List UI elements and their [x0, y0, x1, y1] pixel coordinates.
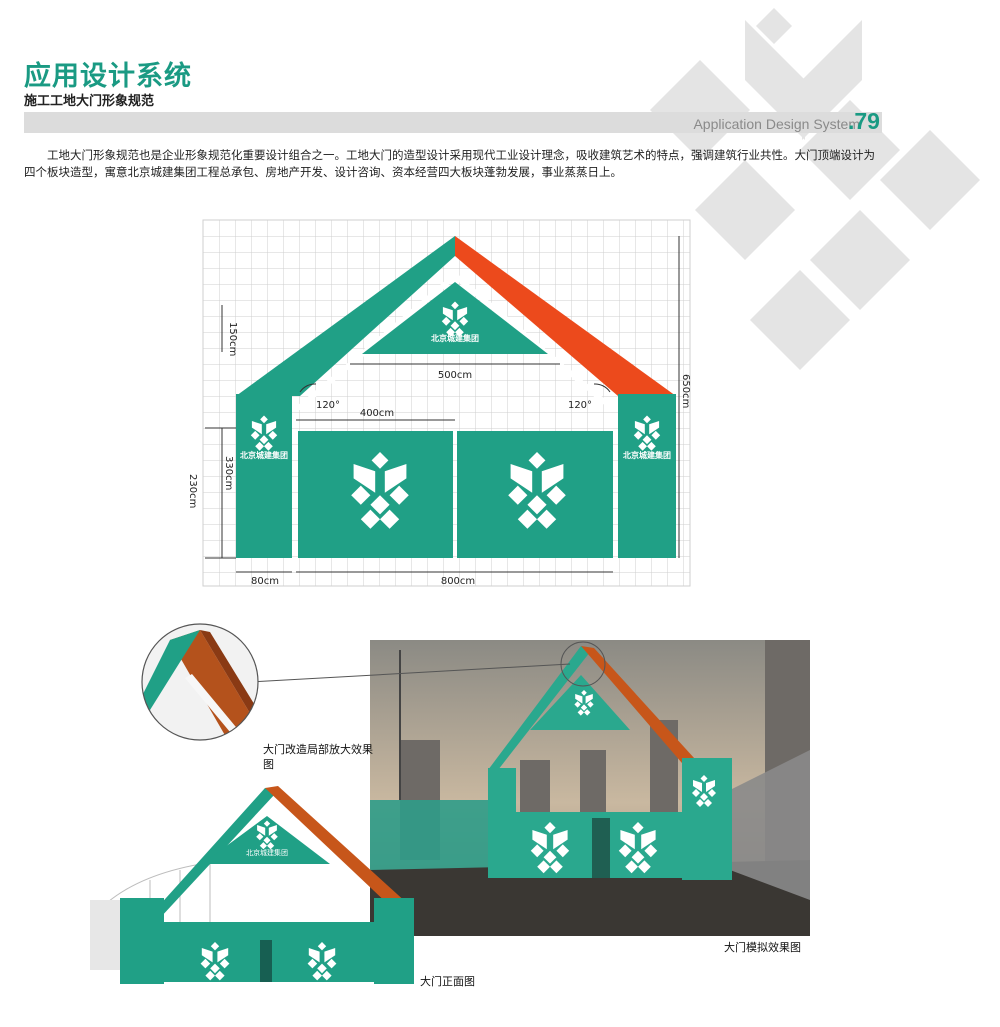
gate-diagram: 北京城建集团 北京城建集团 北京城建集团 150cm 500cm 120° 12… [187, 219, 691, 587]
page-title: 应用设计系统 [24, 61, 192, 92]
page-subtitle: 施工工地大门形象规范 [24, 94, 155, 109]
dim-total-height: 650cm [680, 374, 691, 408]
roof-brand-text: 北京城建集团 [431, 333, 479, 343]
dim-total-width: 800cm [441, 576, 475, 587]
caption-simulation: 大门模拟效果图 [724, 941, 801, 954]
dim-column-width: 80cm [251, 576, 279, 587]
dim-angle-right: 120° [568, 400, 592, 411]
caption-front-view: 大门正面图 [420, 975, 475, 988]
band-label: Application Design System [693, 116, 860, 132]
caption-detail: 大门改造局部放大效果图 [263, 743, 373, 771]
front-view-rendering: 北京城建集团 [90, 786, 414, 984]
dim-door-height: 230cm [187, 474, 198, 508]
dim-roof-height: 150cm [227, 322, 238, 356]
watermark-logo [650, 8, 980, 370]
right-column-brand-text: 北京城建集团 [623, 450, 671, 460]
intro-paragraph: 工地大门形象规范也是企业形象规范化重要设计组合之一。工地大门的造型设计采用现代工… [24, 148, 875, 179]
simulation-photo [370, 640, 810, 936]
page-number: .79 [848, 108, 880, 134]
dim-roof-span: 500cm [438, 370, 472, 381]
header-band [24, 112, 882, 133]
front-roof-brand-text: 北京城建集团 [246, 848, 288, 857]
dim-angle-left: 120° [316, 400, 340, 411]
dim-door-width: 400cm [360, 408, 394, 419]
dim-column-height: 330cm [223, 456, 234, 490]
detail-zoom [141, 623, 606, 741]
left-column-brand-text: 北京城建集团 [240, 450, 288, 460]
